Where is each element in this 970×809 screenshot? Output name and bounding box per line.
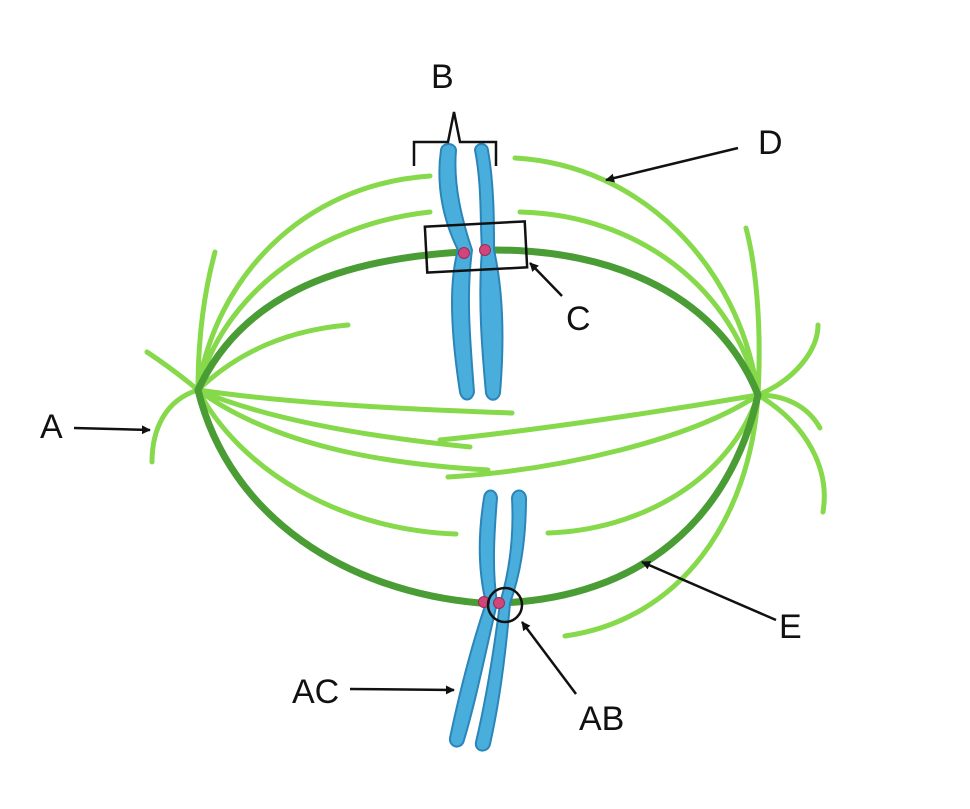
fiber-middle-2 <box>195 387 473 450</box>
fiber-left-aster-top <box>144 349 201 393</box>
label-AB: AB <box>579 700 624 738</box>
arrow-AC <box>349 685 455 695</box>
label-D: D <box>758 124 783 162</box>
label-AC: AC <box>292 673 339 711</box>
upper-kinetochore-right <box>479 244 491 256</box>
astral-fibers <box>144 155 827 639</box>
fiber-right-aster-side <box>755 392 823 431</box>
fiber-upper-right-mid <box>517 209 761 398</box>
kinetochore-fiber-lower-left <box>194 386 484 607</box>
label-E: E <box>779 608 802 646</box>
fiber-right-aster-lower <box>755 392 827 515</box>
fiber-lower-left <box>195 387 459 537</box>
kinetochore-fiber-upper-right <box>482 246 762 399</box>
fiber-right-aster-upper <box>743 225 762 398</box>
kinetochore-fiber-lower-right <box>496 391 762 607</box>
label-C: C <box>566 300 591 338</box>
upper-chromatid-right <box>473 143 504 401</box>
arrow-D <box>605 146 739 183</box>
kinetochore-fiber-upper-left <box>194 248 466 394</box>
label-B: B <box>431 58 454 96</box>
fiber-middle-3 <box>195 387 491 473</box>
arrow-E <box>641 560 777 622</box>
kinetochore-circle <box>486 586 524 624</box>
centromere-box <box>423 220 529 274</box>
fiber-upper-left-mid <box>195 209 433 393</box>
chromatid-bracket <box>412 111 498 166</box>
lower-chromosome <box>448 489 528 752</box>
fiber-middle-1 <box>195 387 515 416</box>
arrow-A <box>73 425 151 435</box>
arrow-AB <box>521 621 577 695</box>
kinetochore-fibers <box>194 246 762 607</box>
upper-kinetochore-left <box>458 247 470 259</box>
fiber-upper-left-outer <box>195 173 433 393</box>
fiber-lower-right-2 <box>562 392 761 639</box>
lower-kinetochore-right <box>493 597 505 609</box>
arrow-C <box>529 262 563 297</box>
fiber-middle-4 <box>437 392 761 443</box>
label-A: A <box>40 408 63 446</box>
fiber-right-aster-right <box>755 322 821 398</box>
fiber-upper-right-outer <box>512 155 761 398</box>
fiber-middle-5 <box>445 392 761 480</box>
fiber-lower-right-1 <box>545 392 761 536</box>
fiber-left-aster-upper <box>195 249 218 393</box>
fiber-left-aster-lower <box>149 387 201 465</box>
fiber-upper-left-inner <box>195 322 351 393</box>
